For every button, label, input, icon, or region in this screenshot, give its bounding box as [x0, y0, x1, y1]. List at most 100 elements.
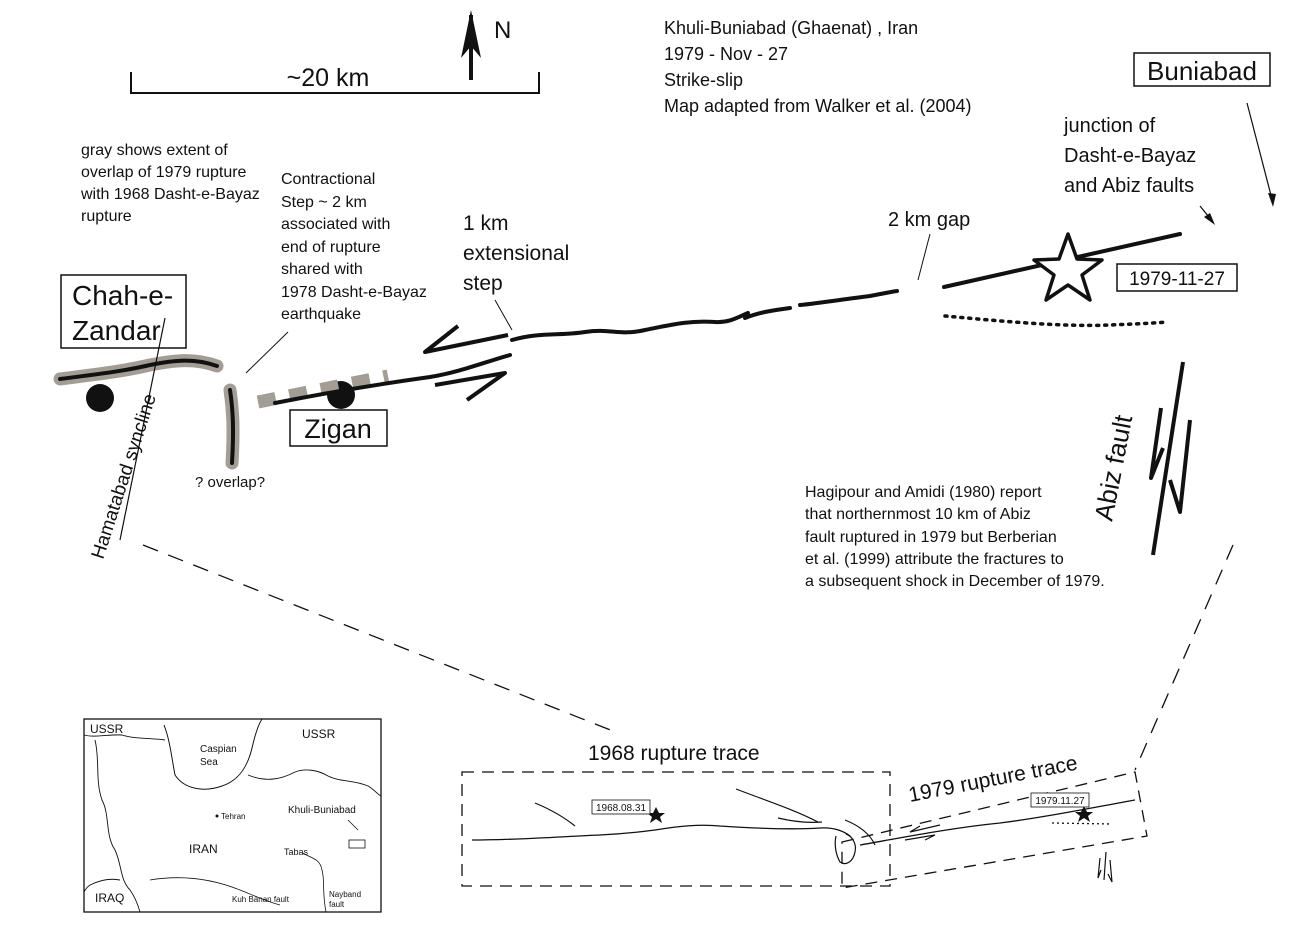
scale-label: ~20 km — [287, 64, 370, 92]
svg-text:a subsequent shock in December: a subsequent shock in December of 1979. — [805, 573, 1105, 590]
svg-text:Zigan: Zigan — [304, 414, 372, 444]
locator-border-north — [83, 734, 166, 741]
inset-1968-box — [461, 771, 891, 887]
svg-text:Step ~ 2 km: Step ~ 2 km — [281, 194, 367, 211]
svg-text:IRAN: IRAN — [189, 842, 218, 856]
dotted-trace — [943, 314, 1170, 328]
svg-text:fault ruptured in 1979 but Ber: fault ruptured in 1979 but Berberian — [805, 529, 1057, 546]
svg-text:fault: fault — [329, 900, 345, 909]
extensional-step-note: 1 km extensional step — [463, 212, 569, 295]
svg-text:Sea: Sea — [200, 757, 218, 768]
slip-arrow-south — [434, 371, 507, 402]
svg-text:Hagipour and Amidi (1980) repo: Hagipour and Amidi (1980) report — [805, 484, 1042, 501]
date-1968-label: 1968.08.31 — [596, 803, 646, 814]
gap-pointer — [917, 233, 931, 281]
svg-text:junction of: junction of — [1063, 115, 1156, 137]
svg-text:1978 Dasht-e-Bayaz: 1978 Dasht-e-Bayaz — [281, 284, 427, 301]
epicenter-1968-star-icon — [647, 807, 665, 823]
epicenter-1979-star-icon — [1075, 806, 1093, 822]
locator-tehran-dot — [215, 814, 219, 818]
abiz-fault-trace — [1151, 361, 1185, 556]
connector-line-right — [1134, 544, 1234, 771]
svg-text:Nayband: Nayband — [329, 890, 361, 899]
svg-text:Zandar: Zandar — [72, 315, 161, 346]
scale-bar: ~20 km — [130, 64, 540, 94]
locator-border-iraq — [83, 878, 121, 893]
contractional-step-note: Contractional Step ~ 2 km associated wit… — [281, 171, 427, 323]
epicenter-star-icon — [1032, 232, 1104, 302]
locator-nayband-fault — [302, 852, 327, 913]
svg-text:extensional: extensional — [463, 242, 569, 265]
header-text: Khuli-Buniabad (Ghaenat) , Iran 1979 - N… — [664, 18, 971, 116]
trace-step-loop — [834, 833, 857, 865]
svg-text:Dasht-e-Bayaz: Dasht-e-Bayaz — [1064, 145, 1196, 167]
syncline-label: Hamatabad syncline — [88, 391, 161, 561]
svg-text:1 km: 1 km — [463, 212, 509, 235]
svg-text:Kuh Banan fault: Kuh Banan fault — [232, 895, 290, 904]
svg-text:with 1968 Dasht-e-Bayaz: with 1968 Dasht-e-Bayaz — [80, 186, 260, 203]
abiz-fault-label: Abiz fault — [1088, 412, 1138, 523]
date-1968-box — [591, 799, 651, 815]
gray-overlap-note: gray shows extent of overlap of 1979 rup… — [80, 142, 260, 225]
svg-text:Tehran: Tehran — [221, 812, 245, 821]
trace-1979-dotted — [1051, 822, 1113, 825]
svg-text:Contractional: Contractional — [281, 171, 375, 188]
town-dot-chah-e-zandar — [86, 384, 114, 412]
locator-khuli-pointer — [347, 819, 359, 831]
trace-step-curve — [844, 819, 876, 846]
svg-text:that northernmost 10 km of Abi: that northernmost 10 km of Abiz — [805, 506, 1031, 523]
svg-text:gray shows extent of: gray shows extent of — [81, 142, 228, 159]
svg-text:rupture: rupture — [81, 208, 132, 225]
syncline-axis — [119, 317, 166, 541]
abiz-slip-arrows — [1149, 407, 1192, 514]
svg-text:Caspian: Caspian — [200, 744, 237, 755]
locator-border-east-north — [247, 769, 382, 797]
date-1979-label: 1979.11.27 — [1035, 796, 1085, 807]
svg-text:earthquake: earthquake — [281, 306, 361, 323]
rupture-segment-b — [798, 289, 899, 307]
junction-note: junction of Dasht-e-Bayaz and Abiz fault… — [1063, 115, 1196, 197]
gap-label: 2 km gap — [888, 209, 970, 231]
zigan-label: Zigan — [289, 409, 388, 447]
label-1968-trace: 1968 rupture trace — [588, 742, 760, 765]
rupture-main-central — [510, 311, 750, 342]
junction-pointer — [1199, 205, 1215, 225]
trace-1979 — [859, 799, 1136, 846]
svg-text:overlap of 1979 rupture: overlap of 1979 rupture — [81, 164, 247, 181]
svg-text:et al. (1999) attribute the fr: et al. (1999) attribute the fractures to — [805, 551, 1064, 568]
locator-border-west — [94, 739, 141, 913]
north-label: N — [494, 17, 511, 44]
type-line: Strike-slip — [664, 70, 743, 90]
svg-text:1979-11-27: 1979-11-27 — [1129, 269, 1225, 290]
trace-1968-branch-b — [735, 788, 819, 823]
svg-text:shared with: shared with — [281, 261, 363, 278]
svg-text:associated with: associated with — [281, 216, 390, 233]
rupture-vertical-segment — [228, 388, 236, 465]
date-line: 1979 - Nov - 27 — [664, 44, 788, 64]
trace-1968-branch-c — [777, 817, 823, 823]
connector-line-left — [142, 544, 619, 734]
slip-arrow-north — [423, 324, 509, 354]
date-box-label: 1979-11-27 — [1116, 263, 1238, 292]
svg-text:Chah-e-: Chah-e- — [72, 280, 173, 311]
date-1979-box — [1030, 792, 1090, 808]
svg-text:USSR: USSR — [90, 722, 124, 736]
trace-1968 — [471, 824, 851, 841]
rupture-west — [58, 358, 219, 381]
locator-study-area-box — [348, 839, 366, 849]
trace-1979-slip-arrows — [904, 824, 941, 841]
buniabad-label: Buniabad — [1133, 52, 1271, 87]
chah-e-zandar-label: Chah-e- Zandar — [60, 274, 187, 349]
svg-text:end of rupture: end of rupture — [281, 239, 381, 256]
locator-kuh-banan-fault — [149, 877, 281, 906]
extensional-pointer — [494, 299, 513, 331]
rupture-main-west — [273, 353, 512, 405]
abiz-small-slip-arrows — [1097, 851, 1113, 883]
title-line: Khuli-Buniabad (Ghaenat) , Iran — [664, 18, 918, 38]
buniabad-pointer — [1246, 102, 1276, 207]
svg-text:Khuli-Buniabad: Khuli-Buniabad — [288, 805, 356, 816]
source-line: Map adapted from Walker et al. (2004) — [664, 96, 971, 116]
svg-text:Tabas: Tabas — [284, 847, 309, 857]
overlap-question: ? overlap? — [195, 474, 265, 491]
